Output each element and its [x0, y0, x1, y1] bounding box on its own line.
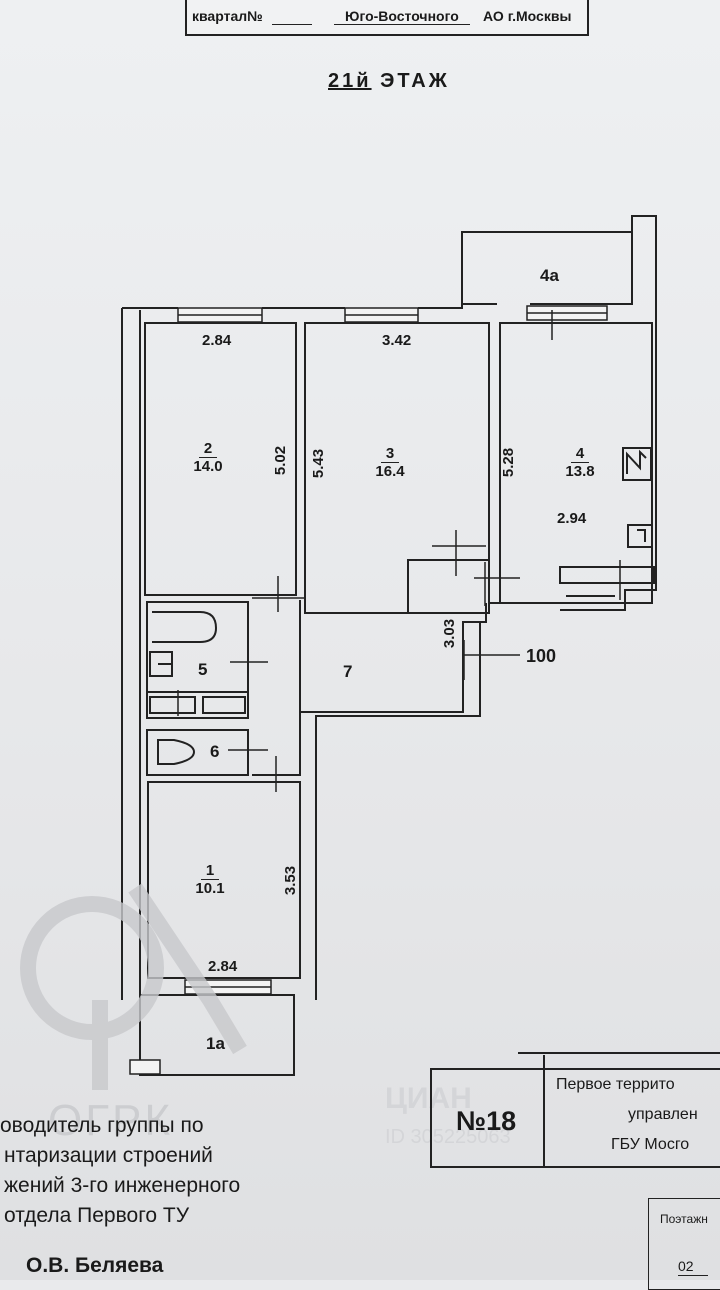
stamp-line-1: Первое террито: [556, 1076, 675, 1093]
room-2-label: 2 14.0: [193, 440, 223, 475]
balcony-4a-label: 4а: [540, 266, 559, 285]
dim-room1-width: 2.84: [208, 958, 238, 975]
header-box: [185, 0, 589, 36]
dim-room1-length: 3.53: [282, 865, 300, 896]
room-3-label: 3 16.4: [375, 445, 405, 480]
stamp-line-3: ГБУ Мосго: [611, 1136, 690, 1153]
district-name: Юго-Восточного: [345, 8, 459, 24]
balcony-1a-label: 1а: [206, 1034, 225, 1053]
room-1-label: 1 10.1: [195, 862, 225, 897]
dim-room2-length: 5.02: [272, 445, 290, 476]
corridor-7-label: 7: [343, 662, 353, 681]
bathroom-5-label: 5: [198, 660, 208, 679]
footer-line-1: оводитель группы по: [0, 1114, 204, 1137]
floor-number: 21й: [328, 70, 372, 92]
dim-room3-length: 5.43: [310, 448, 328, 479]
footer-line-3: жений 3-го инженерного: [4, 1174, 241, 1197]
dim-room2-width: 2.84: [202, 332, 232, 349]
stamp-number: №18: [456, 1106, 517, 1136]
sub-stamp-value: 02: [678, 1258, 694, 1274]
sub-stamp-label: Поэтажн: [660, 1212, 708, 1226]
dim-marker-100: 100: [526, 646, 557, 666]
floor-title: 21й ЭТАЖ: [328, 70, 450, 93]
district-underline: [334, 24, 470, 25]
footer-line-2: нтаризации строений: [4, 1144, 213, 1167]
floor-label: ЭТАЖ: [380, 70, 450, 92]
ogrk-watermark-text: ОГРК: [48, 1096, 174, 1145]
listing-id-watermark: ID 305225063: [385, 1126, 511, 1148]
toilet-6-label: 6: [210, 742, 220, 761]
sub-stamp-underline: [678, 1275, 708, 1276]
quarter-blank-line: [272, 24, 312, 25]
stamp-top-line: [518, 1052, 720, 1054]
stamp-line-2: управлен: [628, 1106, 698, 1123]
footer-line-4: отдела Первого ТУ: [4, 1204, 190, 1227]
quarter-label: квартал№: [192, 8, 263, 24]
dim-room3-width: 3.42: [382, 332, 412, 349]
dim-room4-length: 5.28: [500, 447, 518, 478]
dim-room4-width: 2.94: [557, 510, 587, 527]
stamp-box: [430, 1068, 720, 1168]
dim-corridor: 3.03: [441, 618, 459, 649]
stamp-divider: [543, 1055, 545, 1167]
room-4-label: 4 13.8: [565, 445, 595, 480]
cian-watermark: ЦИАН: [385, 1082, 472, 1115]
signatory-name: О.В. Беляева: [26, 1254, 164, 1277]
okrug-name: АО г.Москвы: [483, 8, 572, 24]
